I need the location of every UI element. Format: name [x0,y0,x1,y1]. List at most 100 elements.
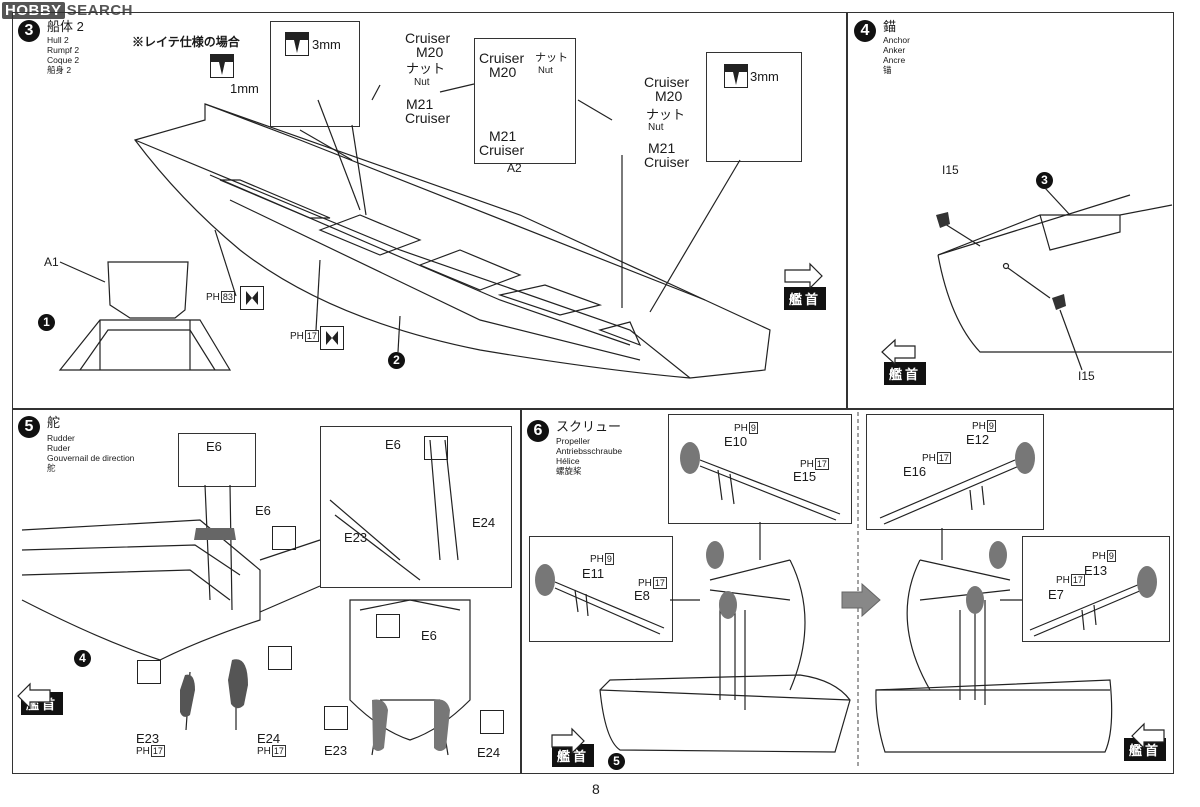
bow-label: 艦首 [884,362,927,385]
e6-label-b: E6 [385,437,401,452]
e6-box-label: E6 [206,439,222,454]
label-nut-jp-a: ナット [406,61,446,76]
bow-label: 艦首 [784,287,827,310]
step5-title: 舵 [47,415,61,430]
label-cruiser-m21-a: Cruiser [405,110,451,126]
sub-ref-3: 3 [1036,172,1053,189]
detail-m21-label: M21 [489,128,517,144]
step5-sub-en: Rudder [47,433,75,443]
step6-panel [520,408,1174,774]
label-m20-a: M20 [416,44,444,60]
detail-cruiser-label: Cruiser [479,50,525,66]
step3-number: 3 [18,20,40,42]
e6-label-a: E6 [255,503,271,518]
e10-label: E10 [724,434,748,449]
detail-cruiser-b-label: Cruiser [479,142,525,158]
step5-number: 5 [18,416,40,438]
label-nut-jp-b: ナット [646,107,686,122]
step6-sub-fr: Hélice [556,456,580,466]
step4-sub-cn: 锚 [883,65,892,75]
step3-sub-cn: 船身 2 [47,65,72,75]
drill-3mm-label-b: 3mm [750,69,779,84]
part-i15-upper: I15 [942,163,959,177]
step4-title: 錨 [883,19,897,34]
drill-icon [285,32,309,56]
cement-icon [480,710,504,734]
sub-ref-1: 1 [38,314,55,331]
e23-label-a: E23 [344,530,368,545]
part-i15-lower: I15 [1078,369,1095,383]
bow-label: 艦首 [552,744,595,767]
step4-sub-en: Anchor [883,35,910,45]
cement-icon [324,706,348,730]
drill-1mm-label: 1mm [230,81,259,96]
bow-label: 艦首 [1124,738,1167,761]
step4-sub-fr: Ancre [883,55,906,65]
step6-sub-en: Propeller [556,436,591,446]
cement-icon [240,286,264,310]
e23-label-c: E23 [136,731,160,746]
drill-3mm-label-a: 3mm [312,37,341,52]
leyte-spec-note: ※レイテ仕様の場合 [132,35,240,49]
e6-label-c: E6 [421,628,437,643]
step5-sub-de: Ruder [47,443,71,453]
cement-icon [268,646,292,670]
sub-ref-5: 5 [608,753,625,770]
e24-label-a: E24 [472,515,496,530]
e15-label: E15 [793,469,817,484]
rudder-detail-callout [320,426,512,588]
step6-sub-de: Antriebsschraube [556,446,623,456]
e8-label: E8 [634,588,650,603]
label-m20-b: M20 [655,88,683,104]
cement-icon [376,614,400,638]
detail-m20-label: M20 [489,64,517,80]
step3-sub-fr: Coque 2 [47,55,80,65]
label-cruiser-m20-a: Cruiser [405,30,451,46]
drill-callout-right [706,52,802,162]
cement-icon [137,660,161,684]
step3-panel [12,12,848,410]
part-a2-label: A2 [507,161,522,175]
step4-number: 4 [854,20,876,42]
e23-label-b: E23 [324,743,348,758]
label-m21-b: M21 [648,140,676,156]
step3-sub-de: Rumpf 2 [47,45,80,55]
e24-label-c: E24 [257,731,281,746]
label-m21-a: M21 [406,96,434,112]
part-a1-label: A1 [44,255,59,269]
step5-sub-fr: Gouvernail de direction [47,453,135,463]
label-nut-b: Nut [648,122,664,133]
e11-label: E11 [582,566,605,581]
label-cruiser-m20-b: Cruiser [644,74,690,90]
step3-title: 船体 2 [47,19,84,34]
drill-icon [724,64,748,88]
step5-panel [12,408,522,774]
label-cruiser-m21-b: Cruiser [644,154,690,170]
e6-part-callout [178,433,256,487]
step3-sub-en: Hull 2 [47,35,69,45]
step6-title: スクリュー [556,419,622,434]
sub-ref-4: 4 [74,650,91,667]
mount-detail-callout [474,38,576,164]
cement-icon [424,436,448,460]
e13-label: E13 [1084,563,1108,578]
detail-nut-jp-label: ナット [535,52,568,64]
cement-icon [272,526,296,550]
step5-sub-cn: 舵 [47,463,56,473]
